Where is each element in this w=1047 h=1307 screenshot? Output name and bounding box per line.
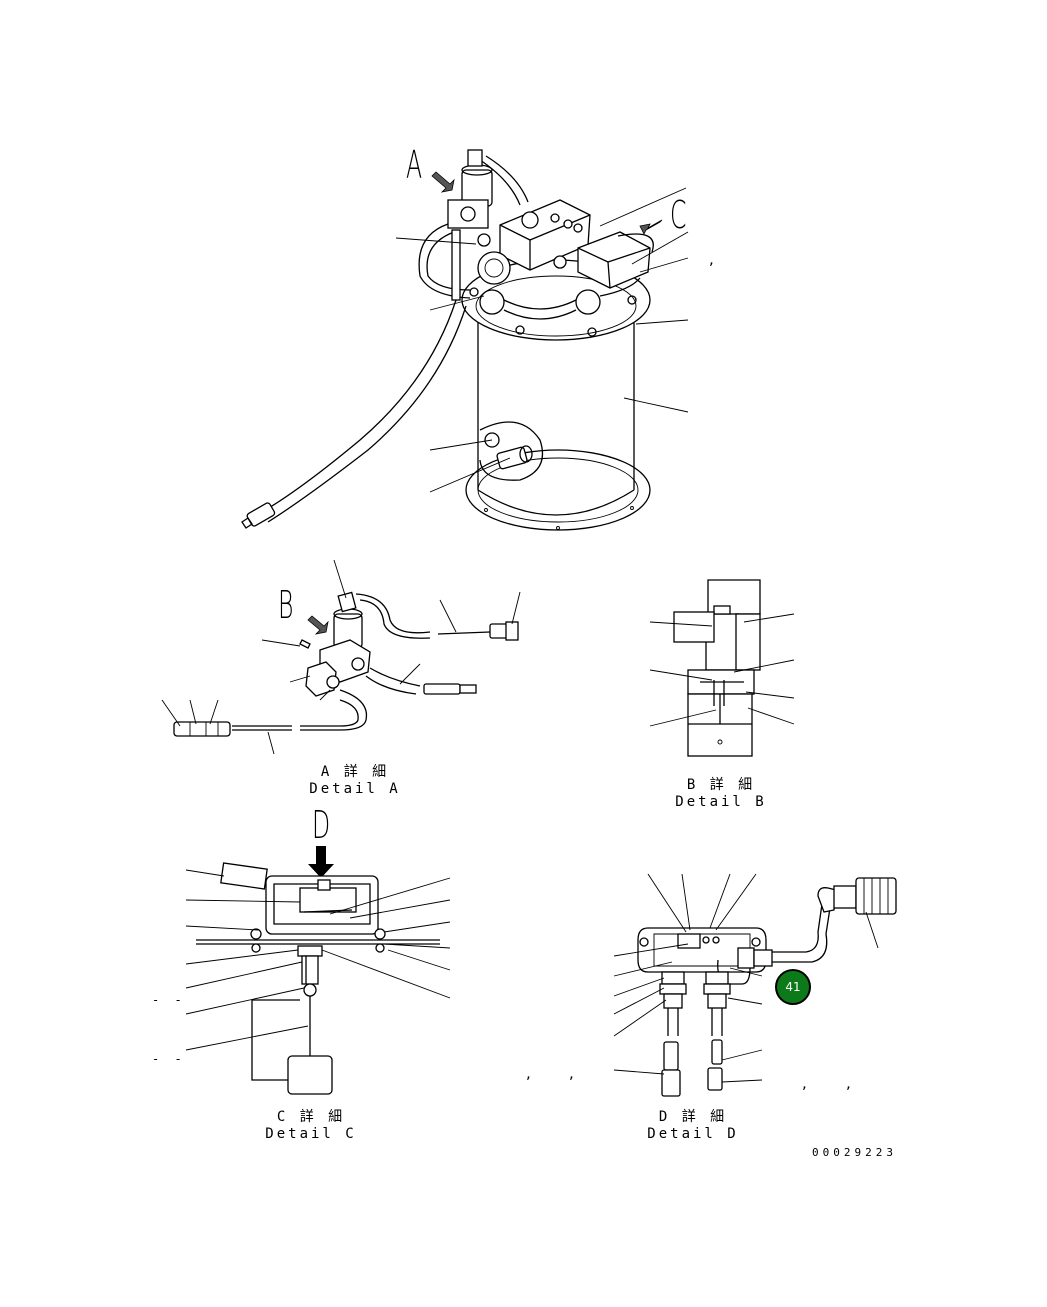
detail-a-drawing [161, 559, 521, 755]
detail-d-caption-jp: D 詳 細 [658, 1109, 728, 1125]
detail-c-caption-en: Detail C [265, 1126, 357, 1142]
view-label-b: B [278, 583, 294, 627]
detail-b-drawing [649, 579, 795, 757]
detail-c-caption-jp: C 詳 細 [276, 1109, 346, 1125]
view-label-a: A [406, 143, 423, 187]
tank-assembly [241, 149, 689, 531]
detail-c-drawing [185, 846, 451, 1095]
view-label-d: D [312, 803, 331, 847]
separator-dash: - - [152, 993, 186, 1007]
item-number-badge[interactable]: 41 [775, 969, 811, 1005]
separator-comma: , [709, 250, 714, 268]
separator-comma: , [802, 1074, 807, 1092]
detail-a-caption-en: Detail A [309, 781, 401, 797]
drawing-number: 00029223 [812, 1146, 897, 1159]
detail-a-caption-jp: A 詳 細 [320, 764, 390, 780]
detail-b-caption-jp: B 詳 細 [686, 777, 756, 793]
separator-comma: , [846, 1074, 851, 1092]
view-label-c: C [670, 193, 687, 237]
detail-d-caption-en: Detail D [647, 1126, 739, 1142]
detail-d-drawing [613, 873, 897, 1097]
separator-comma: , [526, 1064, 531, 1082]
separator-dash: - - [152, 1052, 186, 1066]
separator-comma: , [569, 1064, 574, 1082]
detail-b-caption-en: Detail B [675, 794, 767, 810]
